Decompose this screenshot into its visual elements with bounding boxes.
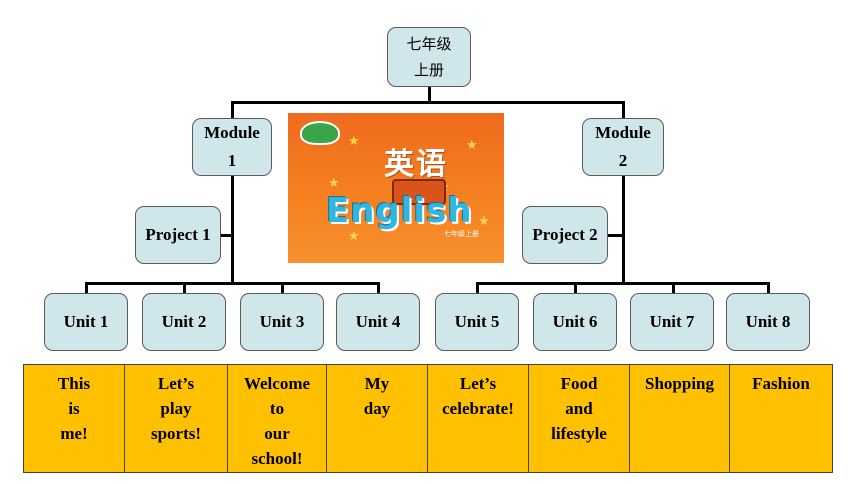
star-decoration-icon: ★ — [328, 175, 340, 190]
unit-label: Unit 7 — [649, 312, 695, 331]
unit-7-node: Unit 7 — [630, 293, 714, 351]
unit-8-node: Unit 8 — [726, 293, 810, 351]
connector-unit1 — [85, 282, 88, 294]
connector-unit7 — [672, 282, 675, 294]
root-line1: 七年级 — [406, 35, 452, 53]
connector-module1-down — [231, 176, 234, 283]
unit-5-node: Unit 5 — [435, 293, 519, 351]
root-line2: 上册 — [413, 61, 444, 79]
project-1-label: Project 1 — [145, 225, 211, 244]
unit-5-title-cell: Let’s celebrate! — [428, 364, 529, 473]
unit-3-title-cell: Welcome to our school! — [228, 364, 327, 473]
unit-1-title-cell: This is me! — [23, 364, 125, 473]
module-1-label: Module 1 — [204, 123, 260, 170]
connector-module1-up — [231, 101, 234, 119]
connector-project2 — [607, 234, 623, 237]
unit-label: Unit 6 — [552, 312, 598, 331]
unit-label: Unit 3 — [259, 312, 305, 331]
project-1-node: Project 1 — [135, 206, 221, 264]
book-grade-text: 七年级上册 — [444, 230, 479, 238]
star-decoration-icon: ★ — [348, 133, 360, 148]
publisher-logo-icon — [300, 121, 340, 145]
root-node: 七年级 上册 — [387, 27, 471, 87]
unit-8-title-cell: Fashion — [730, 364, 833, 473]
connector-unit3 — [281, 282, 284, 294]
connector-project1 — [220, 234, 232, 237]
connector-module2-down — [622, 176, 625, 283]
unit-2-title-cell: Let’s play sports! — [125, 364, 228, 473]
unit-2-node: Unit 2 — [142, 293, 226, 351]
star-decoration-icon: ★ — [466, 137, 478, 152]
connector-units-bar-right — [476, 282, 769, 285]
unit-label: Unit 1 — [63, 312, 109, 331]
project-2-label: Project 2 — [532, 225, 598, 244]
unit-6-title-cell: Food and lifestyle — [529, 364, 630, 473]
connector-unit4 — [377, 282, 380, 294]
connector-units-bar-left — [85, 282, 380, 285]
book-title-en: English — [326, 191, 473, 231]
connector-unit8 — [767, 282, 770, 294]
project-2-node: Project 2 — [522, 206, 608, 264]
unit-4-node: Unit 4 — [336, 293, 420, 351]
connector-unit6 — [574, 282, 577, 294]
unit-1-node: Unit 1 — [44, 293, 128, 351]
unit-4-title-cell: My day — [327, 364, 428, 473]
unit-3-node: Unit 3 — [240, 293, 324, 351]
unit-6-node: Unit 6 — [533, 293, 617, 351]
star-decoration-icon: ★ — [348, 228, 360, 243]
star-decoration-icon: ★ — [478, 213, 490, 228]
connector-root-down — [428, 86, 431, 103]
module-2-label: Module 2 — [595, 123, 651, 170]
module-1-node: Module 1 — [192, 118, 272, 176]
connector-module2-up — [622, 101, 625, 119]
unit-label: Unit 8 — [745, 312, 791, 331]
connector-unit5 — [476, 282, 479, 294]
connector-modules-bar — [231, 101, 625, 104]
connector-unit2 — [183, 282, 186, 294]
module-2-node: Module 2 — [582, 118, 664, 176]
book-cover-image: ★ ★ ★ ★ ★ ★ 英语 English 七年级上册 — [288, 113, 504, 263]
unit-label: Unit 4 — [355, 312, 401, 331]
book-title-cn: 英语 — [384, 147, 448, 182]
unit-7-title-cell: Shopping — [630, 364, 730, 473]
unit-label: Unit 2 — [161, 312, 207, 331]
radio-illustration-icon — [392, 179, 446, 205]
unit-label: Unit 5 — [454, 312, 500, 331]
